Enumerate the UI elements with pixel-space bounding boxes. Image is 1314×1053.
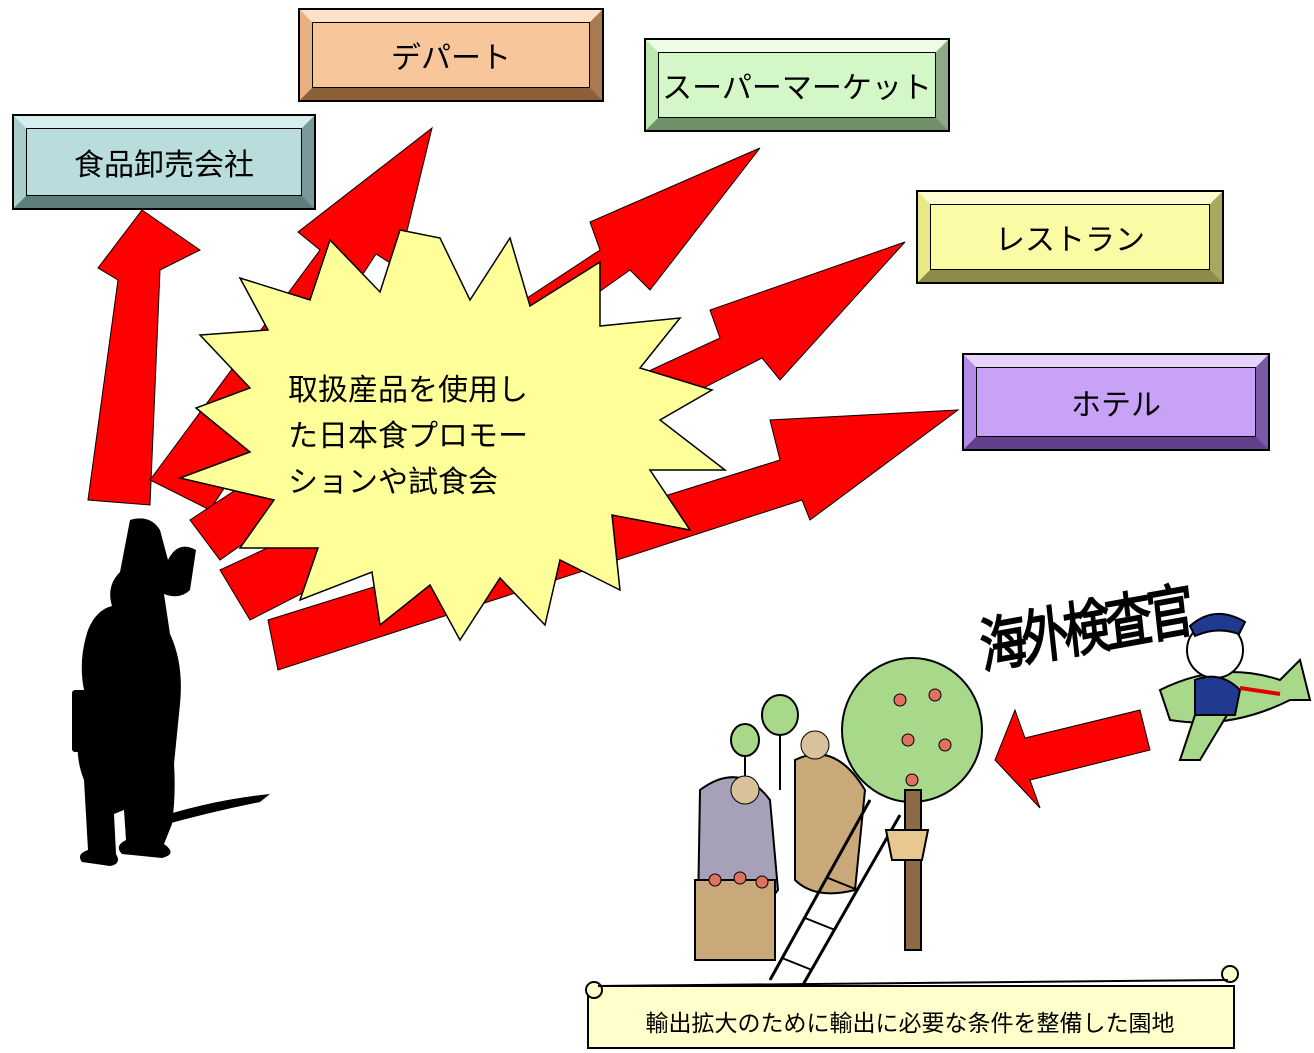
wholesale-box: 食品卸売会社 [12,114,316,210]
scroll-banner [585,965,1239,1049]
department-store-label: デパート [391,41,511,76]
arrow-to-orchard [994,708,1151,809]
promotion-line-2: た日本食プロモー [288,419,528,454]
supermarket-label: スーパーマーケット [662,71,932,106]
promotion-text: 取扱産品を使用し た日本食プロモー ションや試食会 [288,368,588,506]
restaurant-label: レストラン [995,223,1145,258]
department-store-box: デパート [298,8,604,102]
orchard-illustration [694,657,983,991]
hotel-box: ホテル [962,353,1270,451]
supermarket-box: スーパーマーケット [644,38,950,132]
businessman-figure [72,518,270,866]
hotel-face: ホテル [976,367,1256,437]
department-store-face: デパート [312,22,590,88]
promotion-burst [177,229,728,642]
restaurant-box: レストラン [916,190,1224,284]
arrow-to-wholesale [87,209,201,506]
inspector-illustration [1158,613,1312,761]
wholesale-label: 食品卸売会社 [74,148,254,183]
supermarket-face: スーパーマーケット [658,52,936,118]
promotion-line-1: 取扱産品を使用し [288,373,528,408]
orchard-caption: 輸出拡大のために輸出に必要な条件を整備した園地 [645,1011,1175,1037]
hotel-label: ホテル [1071,388,1161,423]
wholesale-face: 食品卸売会社 [26,128,302,196]
promotion-line-3: ションや試食会 [288,465,498,500]
restaurant-face: レストラン [930,204,1210,270]
